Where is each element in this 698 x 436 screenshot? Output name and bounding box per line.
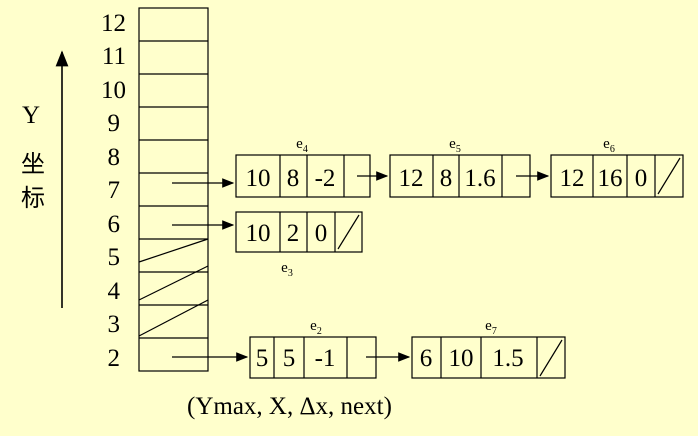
row-label: 9	[108, 110, 121, 137]
null-diagonal	[337, 214, 360, 250]
node-dx: 1.5	[492, 345, 523, 372]
node-ymax: 5	[256, 345, 269, 372]
null-diagonal	[138, 238, 209, 263]
row-label: 12	[101, 10, 126, 37]
node-label: e4	[296, 136, 308, 155]
null-diagonal	[657, 157, 681, 195]
y-axis-label: Y	[22, 102, 40, 129]
node-ymax: 10	[246, 220, 271, 247]
null-diagonal	[138, 265, 209, 301]
row-label: 8	[108, 144, 121, 171]
row-labels: 12 11 10 9 8 7 6 5 4 3 2	[101, 10, 126, 372]
node-label: e3	[281, 260, 293, 279]
node-x: 2	[287, 220, 300, 247]
node-ymax: 12	[560, 165, 585, 192]
row-label: 10	[101, 77, 126, 104]
node-dx: -2	[315, 165, 336, 192]
edge-node-e2: 5 5 -1 e2	[249, 318, 377, 379]
row-label: 11	[102, 43, 126, 70]
node-dx: 0	[635, 165, 648, 192]
node-x: 16	[598, 165, 623, 192]
node-ymax: 10	[246, 165, 271, 192]
edge-node-e4: 10 8 -2 e4	[235, 136, 371, 198]
node-label: e7	[485, 318, 497, 337]
row-label: 3	[108, 311, 121, 338]
node-label: e2	[310, 318, 322, 337]
node-ymax: 12	[399, 165, 424, 192]
node-label: e5	[449, 136, 461, 155]
row-label: 2	[108, 345, 121, 372]
y-axis-char-1: 坐	[21, 150, 45, 178]
row-label: 5	[108, 244, 121, 271]
bucket-column	[138, 7, 209, 372]
edge-node-e5: 12 8 1.6 e5	[389, 136, 531, 198]
node-dx: -1	[315, 345, 336, 372]
null-diagonal	[539, 339, 563, 377]
row-label: 7	[108, 177, 121, 204]
y-axis-char-2: 标	[21, 184, 45, 212]
node-label: e6	[603, 136, 615, 155]
row-label: 4	[108, 278, 121, 305]
edge-node-e6: 12 16 0 e6	[550, 136, 684, 198]
node-ymax: 6	[420, 345, 433, 372]
edge-node-e7: 6 10 1.5 e7	[411, 318, 566, 379]
node-x: 8	[440, 165, 453, 192]
node-x: 5	[283, 345, 296, 372]
edge-node-e3: 10 2 0 e3	[235, 211, 363, 279]
node-x: 10	[449, 345, 474, 372]
null-diagonal	[138, 299, 209, 337]
node-dx: 0	[315, 220, 328, 247]
node-dx: 1.6	[464, 165, 495, 192]
node-x: 8	[287, 165, 300, 192]
row-label: 6	[108, 211, 121, 238]
node-format-caption: (Ymax, X, Δx, next)	[187, 393, 392, 420]
